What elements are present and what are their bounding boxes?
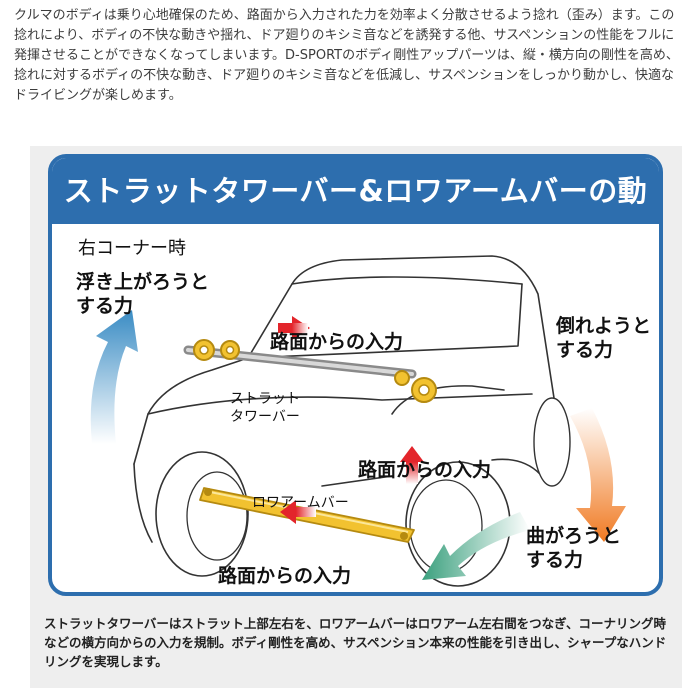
corner-label: 右コーナー時 xyxy=(78,238,186,259)
turn-force-arrow xyxy=(422,512,530,580)
diagram-figure: ストラットタワーバー&ロワアームバーの動き xyxy=(30,146,682,688)
road-input-label-top: 路面からの入力 xyxy=(270,331,404,353)
intro-paragraph: クルマのボディは乗り心地確保のため、路面から入力された力を効率よく分散させるよう… xyxy=(14,8,679,103)
diagram-caption: ストラットタワーバーはストラット上部左右を、ロワアームバーはロワアーム左右間をつ… xyxy=(44,616,667,669)
turn-label-line1: 曲がろうと xyxy=(526,525,622,547)
lower-arm-bar-label: ロワアームバー xyxy=(252,495,349,511)
rear-wheel xyxy=(533,397,571,487)
strut-bar-label-line1: ストラット xyxy=(230,391,300,407)
turn-label-line2: する力 xyxy=(526,549,584,571)
diagram-panel: ストラットタワーバー&ロワアームバーの動き xyxy=(48,154,663,596)
lift-label-line1: 浮き上がろうと xyxy=(76,271,210,293)
lift-force-arrow xyxy=(90,310,138,444)
strut-tower-bar-part xyxy=(183,339,437,403)
lean-force-arrow xyxy=(570,408,626,542)
road-input-label-bottom: 路面からの入力 xyxy=(218,565,352,587)
left-front-wheel xyxy=(155,451,249,577)
lift-label-line2: する力 xyxy=(76,295,134,317)
lean-label-line2: する力 xyxy=(556,339,614,361)
car-outline xyxy=(133,255,559,555)
road-input-label-mid: 路面からの入力 xyxy=(358,459,492,481)
lean-label-line1: 倒れようと xyxy=(556,315,652,337)
strut-bar-label-line2: タワーバー xyxy=(230,409,300,425)
car-illustration xyxy=(90,255,626,587)
diagram-title: ストラットタワーバー&ロワアームバーの動き xyxy=(52,158,659,274)
